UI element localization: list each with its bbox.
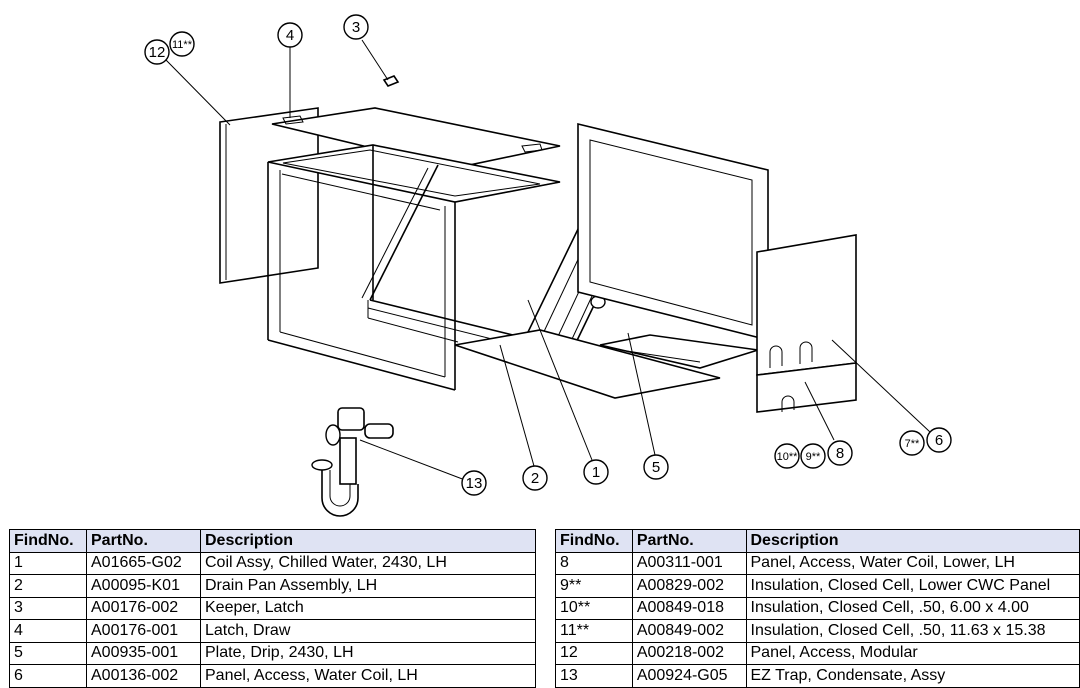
callout-2-label: 2 <box>531 470 539 487</box>
callout-12-label: 12 <box>149 44 166 61</box>
cell-findno: 2 <box>9 574 87 598</box>
left-access-panel <box>219 107 319 284</box>
cell-partno: A01665-G02 <box>86 551 201 575</box>
callout-8: 8 <box>827 440 853 466</box>
cell-findno: 3 <box>9 596 87 620</box>
cell-findno: 4 <box>9 619 87 643</box>
callout-10: 10** <box>774 443 800 469</box>
callout-5-label: 5 <box>652 459 660 476</box>
drain-pan-part <box>454 329 721 399</box>
cell-partno: A00176-002 <box>86 596 201 620</box>
cell-partno: A00095-K01 <box>86 574 201 598</box>
callout-2: 2 <box>522 465 548 491</box>
callout-10-label: 10** <box>777 451 799 463</box>
callout-1: 1 <box>583 459 609 485</box>
callout-13-label: 13 <box>466 475 483 492</box>
cell-findno: 1 <box>9 551 87 575</box>
ez-trap-part <box>311 407 394 517</box>
exploded-assembly-drawing: 12 11** 4 3 2 1 5 13 10** 9** 8 7** <box>144 14 952 517</box>
cell-description: EZ Trap, Condensate, Assy <box>745 664 1080 688</box>
cell-findno: 13 <box>555 664 633 688</box>
cell-findno: 11** <box>555 619 633 643</box>
cell-description: Panel, Access, Water Coil, LH <box>200 664 536 688</box>
back-frame-panel <box>577 122 769 342</box>
header-description: Description <box>745 529 1080 553</box>
callout-6: 6 <box>926 427 952 453</box>
table-header-row: FindNo. PartNo. Description <box>9 529 536 553</box>
cell-description: Insulation, Closed Cell, .50, 11.63 x 15… <box>745 619 1080 643</box>
cell-partno: A00136-002 <box>86 664 201 688</box>
leader-lines <box>165 39 931 481</box>
cell-partno: A00849-002 <box>631 619 747 643</box>
callout-11-label: 11** <box>172 39 193 51</box>
callout-11: 11** <box>169 31 195 57</box>
cell-findno: 5 <box>9 641 87 665</box>
cell-description: Plate, Drip, 2430, LH <box>200 641 536 665</box>
keeper-latch-part <box>382 75 400 87</box>
cell-findno: 10** <box>555 596 633 620</box>
callout-7-label: 7** <box>905 438 920 450</box>
header-partno: PartNo. <box>631 529 747 553</box>
callout-12: 12 <box>144 39 170 65</box>
callout-5: 5 <box>643 454 669 480</box>
callout-4: 4 <box>277 22 303 48</box>
callout-3-label: 3 <box>352 19 360 36</box>
header-findno: FindNo. <box>555 529 633 553</box>
cell-partno: A00829-002 <box>631 574 747 598</box>
cell-description: Latch, Draw <box>200 619 536 643</box>
right-access-panel <box>756 234 857 413</box>
cell-partno: A00924-G05 <box>631 664 747 688</box>
header-description: Description <box>200 529 536 553</box>
callout-9: 9** <box>800 443 826 469</box>
cell-findno: 6 <box>9 664 87 688</box>
cell-description: Insulation, Closed Cell, Lower CWC Panel <box>745 574 1080 598</box>
callout-9-label: 9** <box>806 451 821 463</box>
cell-findno: 8 <box>555 551 633 575</box>
cell-partno: A00849-018 <box>631 596 747 620</box>
table-header-row: FindNo. PartNo. Description <box>555 529 1080 553</box>
cell-partno: A00311-001 <box>631 551 747 575</box>
cell-description: Keeper, Latch <box>200 596 536 620</box>
cell-description: Panel, Access, Water Coil, Lower, LH <box>745 551 1080 575</box>
callout-6-label: 6 <box>935 432 943 449</box>
callout-13: 13 <box>461 470 487 496</box>
callout-7: 7** <box>899 430 925 456</box>
callout-1-label: 1 <box>592 464 600 481</box>
cell-description: Coil Assy, Chilled Water, 2430, LH <box>200 551 536 575</box>
cell-partno: A00218-002 <box>631 641 747 665</box>
callout-3: 3 <box>343 14 369 40</box>
header-findno: FindNo. <box>9 529 87 553</box>
callout-8-label: 8 <box>836 445 844 462</box>
cell-findno: 12 <box>555 641 633 665</box>
cell-description: Drain Pan Assembly, LH <box>200 574 536 598</box>
cell-partno: A00935-001 <box>86 641 201 665</box>
cell-description: Insulation, Closed Cell, .50, 6.00 x 4.0… <box>745 596 1080 620</box>
callout-4-label: 4 <box>286 27 294 44</box>
header-partno: PartNo. <box>86 529 201 553</box>
cell-description: Panel, Access, Modular <box>745 641 1080 665</box>
cell-partno: A00176-001 <box>86 619 201 643</box>
cell-findno: 9** <box>555 574 633 598</box>
